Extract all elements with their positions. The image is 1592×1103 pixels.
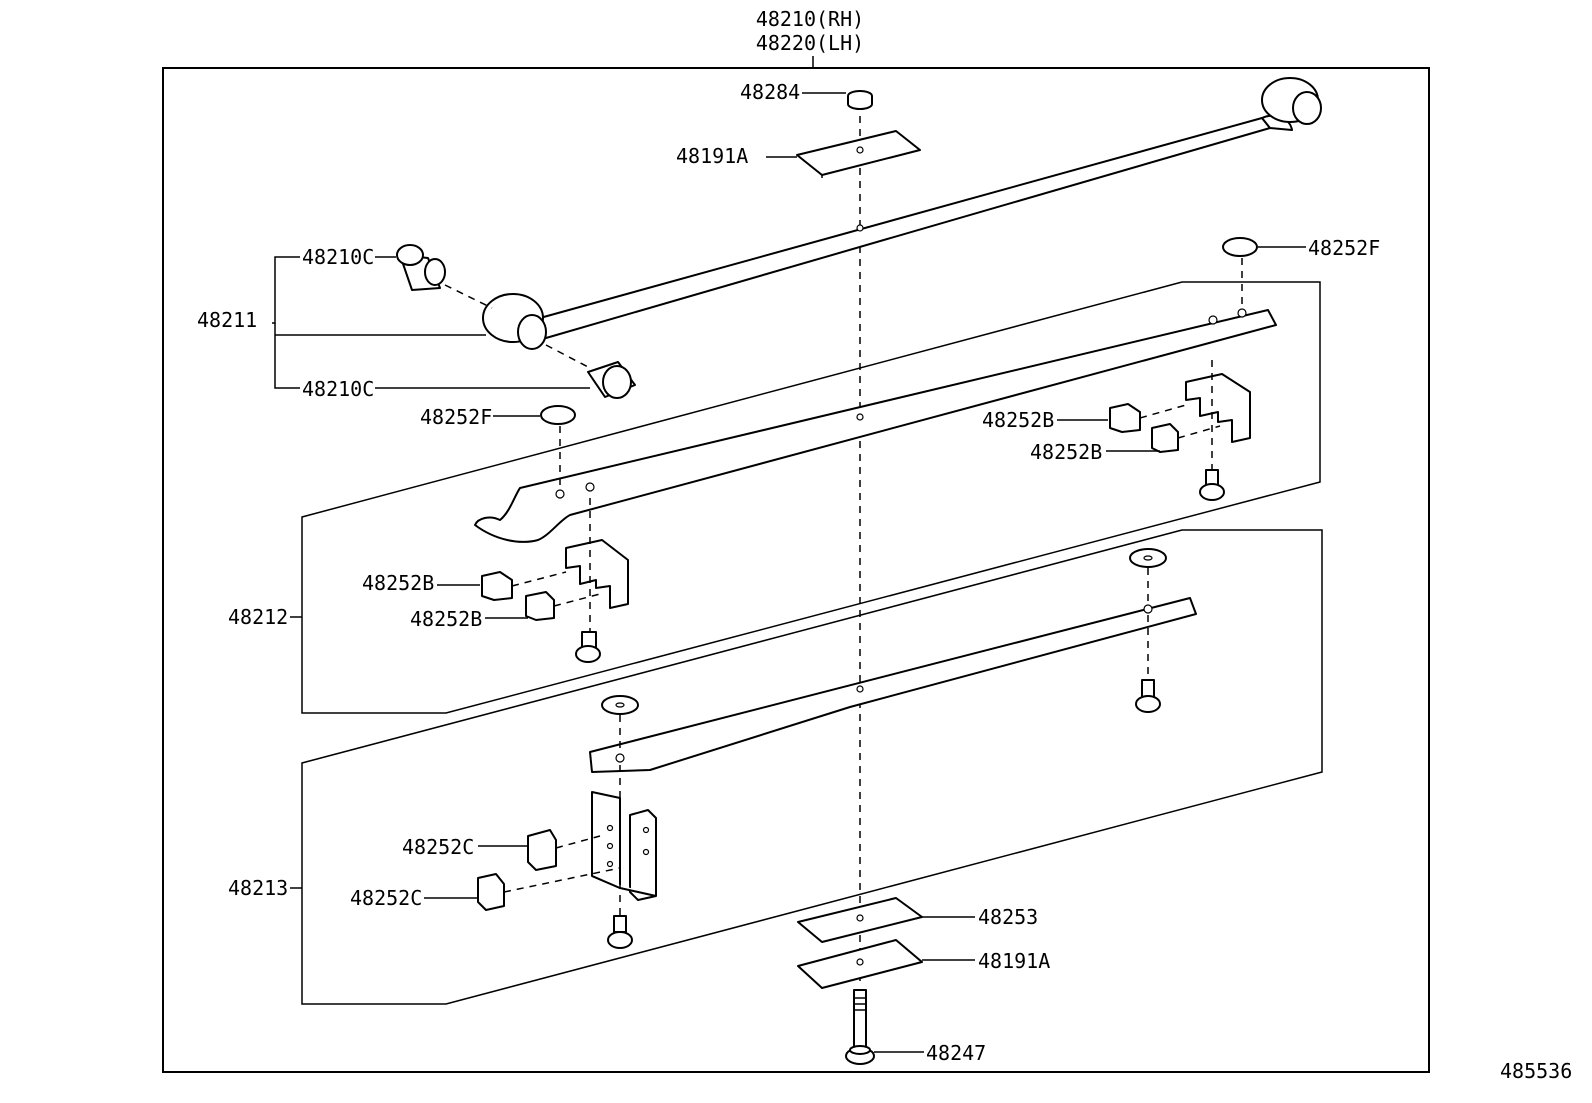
label-48220-lh[interactable]: 48220(LH): [756, 31, 864, 55]
part-48210c-bushing-bottom[interactable]: [587, 361, 636, 399]
clip-assembly-right[interactable]: [1109, 373, 1251, 501]
group-48212-boundary: [301, 281, 1321, 714]
label-48252b-l1[interactable]: 48252B: [362, 571, 434, 595]
part-bolt-right[interactable]: [1135, 679, 1161, 713]
label-48252c-1[interactable]: 48252C: [402, 835, 474, 859]
label-48210c-top[interactable]: 48210C: [302, 245, 374, 269]
label-48252f-right[interactable]: 48252F: [1308, 236, 1380, 260]
group-48213-boundary: [301, 529, 1323, 1005]
label-48211[interactable]: 48211: [197, 308, 257, 332]
third-leaf-upper[interactable]: [589, 597, 1197, 773]
part-48284-cap[interactable]: [847, 90, 873, 110]
label-48191a-bottom[interactable]: 48191A: [978, 949, 1050, 973]
assembly-frame: [162, 67, 1430, 1073]
label-48247[interactable]: 48247: [926, 1041, 986, 1065]
part-48252f-right[interactable]: [1222, 237, 1258, 257]
label-48252b-r1[interactable]: 48252B: [982, 408, 1054, 432]
label-48252c-2[interactable]: 48252C: [350, 886, 422, 910]
label-48191a-top[interactable]: 48191A: [676, 144, 748, 168]
label-48252b-l2[interactable]: 48252B: [410, 607, 482, 631]
label-48213[interactable]: 48213: [228, 876, 288, 900]
second-leaf[interactable]: [474, 308, 1277, 543]
part-48210c-bushing-top[interactable]: [396, 244, 446, 291]
label-48284[interactable]: 48284: [740, 80, 800, 104]
label-48252b-r2[interactable]: 48252B: [1030, 440, 1102, 464]
clip-assembly-lower[interactable]: [477, 791, 657, 949]
label-48212[interactable]: 48212: [228, 605, 288, 629]
label-48210-rh[interactable]: 48210(RH): [756, 7, 864, 31]
part-48247-center-bolt[interactable]: [845, 989, 875, 1065]
part-48252f-left[interactable]: [540, 405, 576, 425]
clip-assembly-left[interactable]: [481, 539, 629, 663]
main-leaf[interactable]: [482, 77, 1322, 350]
label-48252f-left[interactable]: 48252F: [420, 405, 492, 429]
figure-number: 485536: [1500, 1059, 1572, 1083]
label-48210c-bottom[interactable]: 48210C: [302, 377, 374, 401]
label-48253[interactable]: 48253: [978, 905, 1038, 929]
